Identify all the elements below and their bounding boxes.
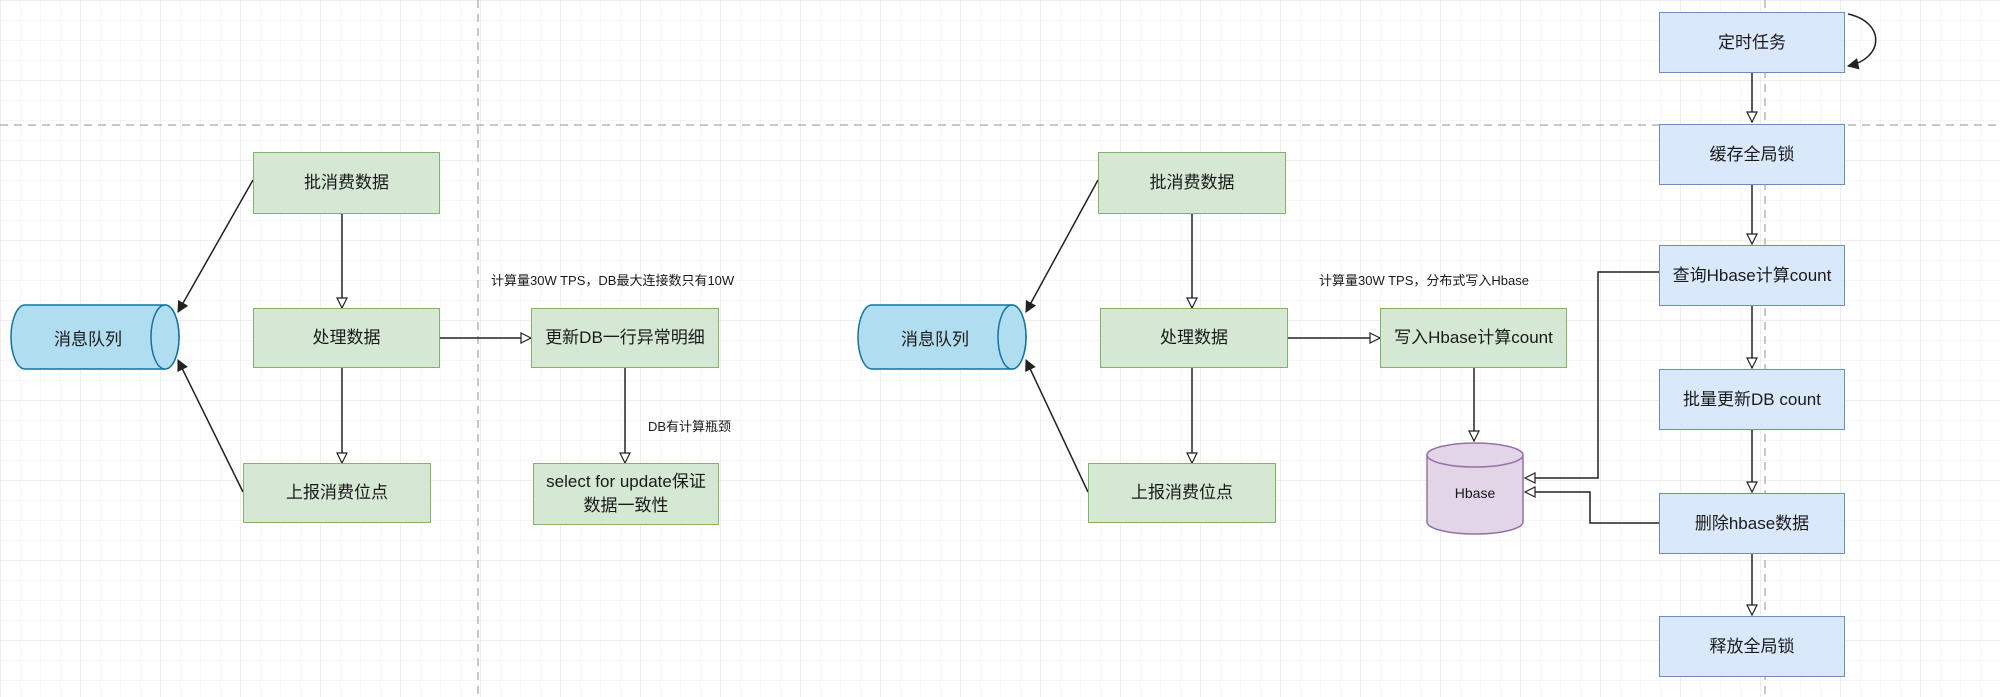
arrow-mid-batch-to-queue xyxy=(1025,179,1099,312)
write-hbase-box: 写入Hbase计算count xyxy=(1380,308,1567,368)
left-tps-label: 计算量30W TPS，DB最大连接数只有10W xyxy=(491,273,735,288)
select-for-update-box: select for update保证数据一致性 xyxy=(533,463,719,525)
hbase-label: Hbase xyxy=(1454,485,1496,501)
middle-report-offset-box: 上报消费位点 xyxy=(1088,463,1276,523)
middle-batch-consume-box: 批消费数据 xyxy=(1098,152,1286,214)
left-queue-cylinder xyxy=(10,304,180,370)
db-bottleneck-label: DB有计算瓶颈 xyxy=(648,419,732,434)
arrow-query-to-hbase xyxy=(1525,271,1659,478)
release-global-lock-box: 释放全局锁 xyxy=(1659,616,1845,677)
middle-tps-label: 计算量30W TPS，分布式写入Hbase xyxy=(1319,273,1529,288)
left-process-data-box: 处理数据 xyxy=(253,308,440,368)
hbase-cylinder xyxy=(1426,442,1524,535)
update-db-box: 更新DB一行异常明细 xyxy=(531,308,719,368)
arrow-timer-self-loop xyxy=(1848,13,1877,66)
left-batch-consume-box: 批消费数据 xyxy=(253,152,440,214)
left-report-offset-box: 上报消费位点 xyxy=(243,463,431,523)
arrow-batch-to-queue xyxy=(177,179,254,312)
cache-global-lock-box: 缓存全局锁 xyxy=(1659,124,1845,185)
batch-update-db-box: 批量更新DB count xyxy=(1659,369,1845,430)
left-queue-label: 消息队列 xyxy=(54,329,122,349)
middle-queue-label: 消息队列 xyxy=(901,329,969,349)
arrow-report-to-queue xyxy=(177,360,244,493)
timer-task-box: 定时任务 xyxy=(1659,12,1845,73)
middle-process-data-box: 处理数据 xyxy=(1100,308,1288,368)
delete-hbase-box: 删除hbase数据 xyxy=(1659,493,1845,554)
query-hbase-box: 查询Hbase计算count xyxy=(1659,245,1845,306)
middle-queue-cylinder xyxy=(857,304,1027,370)
arrow-mid-report-to-queue xyxy=(1026,360,1089,493)
arrow-delete-to-hbase xyxy=(1525,492,1659,524)
